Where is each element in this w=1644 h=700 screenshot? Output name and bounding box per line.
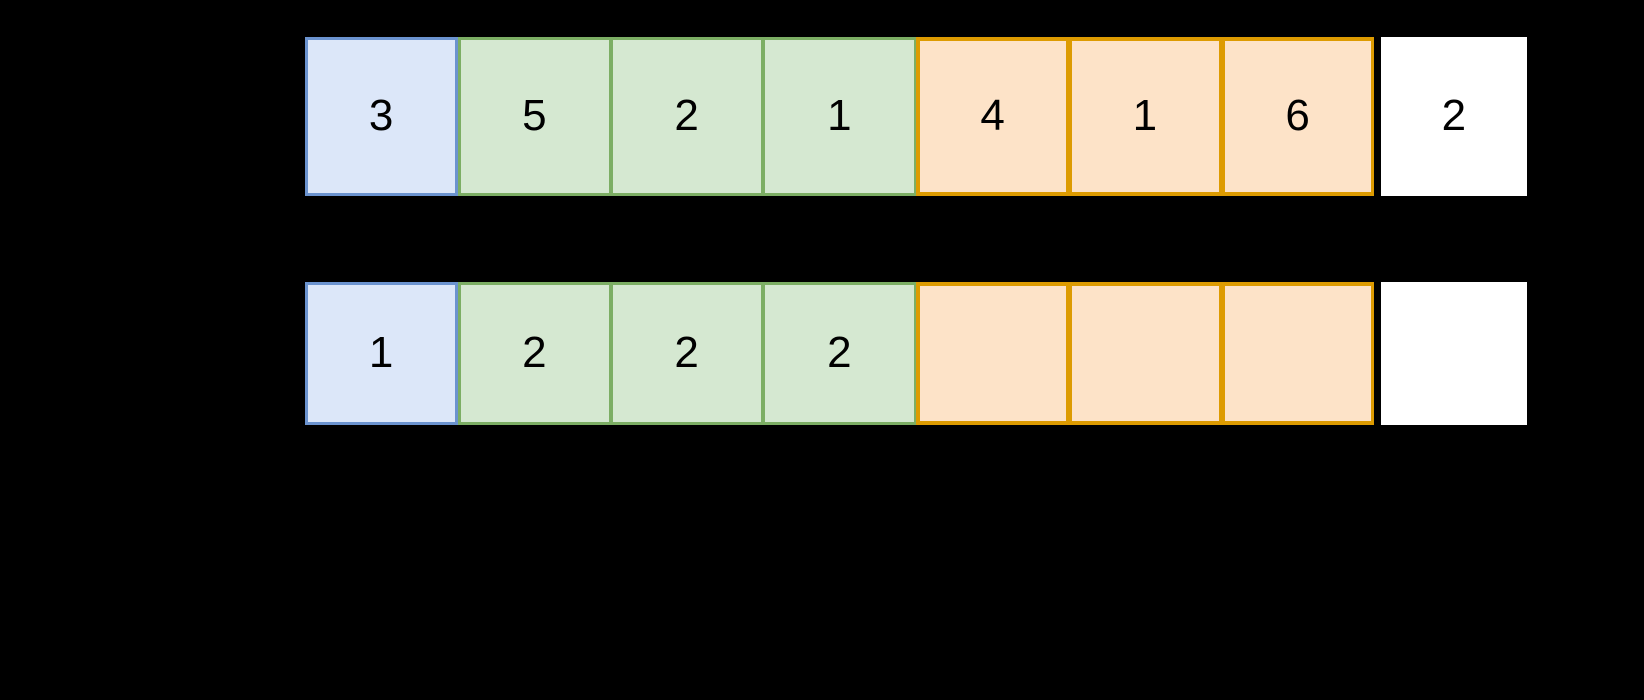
cell-value: 2 <box>674 90 700 140</box>
cell-value: 6 <box>1285 90 1311 140</box>
bottom-array-cell-2[interactable]: 2 <box>610 282 764 425</box>
cell-value: 2 <box>1441 90 1467 140</box>
cell-value: 1 <box>368 327 394 377</box>
cell-value: 1 <box>827 90 853 140</box>
top-array-cell-4[interactable]: 4 <box>916 37 1069 196</box>
top-array-row: 3 5 2 1 4 1 6 2 <box>305 37 1527 196</box>
bottom-array-cell-7[interactable] <box>1381 282 1527 425</box>
top-array-cell-0[interactable]: 3 <box>305 37 458 196</box>
cell-value: 2 <box>674 327 700 377</box>
cell-value: 5 <box>522 90 548 140</box>
cell-value: 4 <box>980 90 1006 140</box>
cell-value: 1 <box>1132 90 1158 140</box>
bottom-array-cell-0[interactable]: 1 <box>305 282 458 425</box>
top-array-cell-1[interactable]: 5 <box>457 37 611 196</box>
bottom-array-cell-4[interactable] <box>916 282 1069 425</box>
bottom-array-row: 1 2 2 2 <box>305 282 1527 425</box>
bottom-array-cell-1[interactable]: 2 <box>457 282 611 425</box>
top-array-cell-5[interactable]: 1 <box>1068 37 1222 196</box>
bottom-array-cell-5[interactable] <box>1068 282 1222 425</box>
top-array-cell-2[interactable]: 2 <box>610 37 764 196</box>
top-array-cell-3[interactable]: 1 <box>763 37 916 196</box>
bottom-array-cell-3[interactable]: 2 <box>763 282 916 425</box>
cell-value: 2 <box>522 327 548 377</box>
top-array-cell-7[interactable]: 2 <box>1381 37 1527 196</box>
bottom-array-cell-6[interactable] <box>1221 282 1375 425</box>
top-array-cell-6[interactable]: 6 <box>1221 37 1375 196</box>
cell-value: 2 <box>827 327 853 377</box>
cell-value: 3 <box>368 90 394 140</box>
